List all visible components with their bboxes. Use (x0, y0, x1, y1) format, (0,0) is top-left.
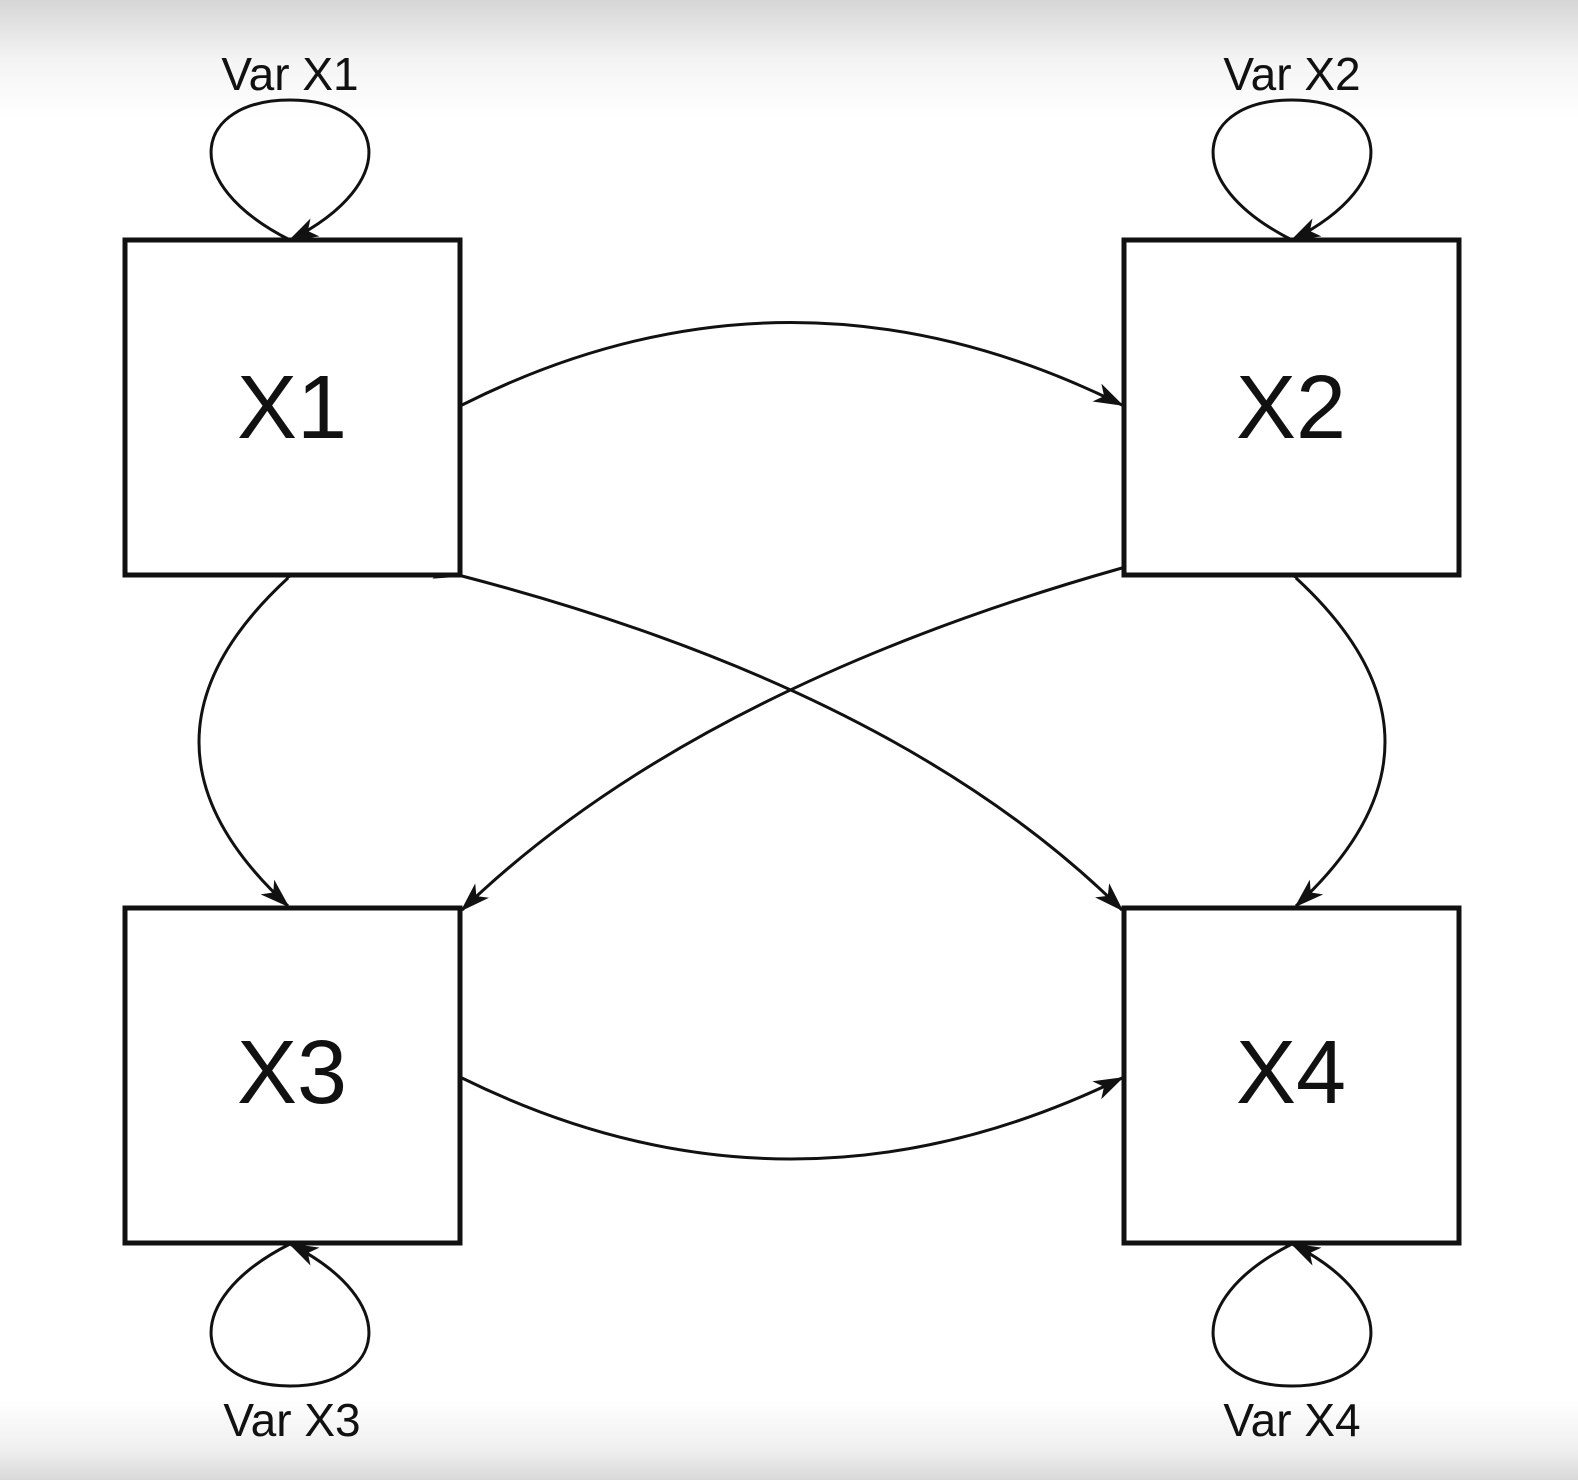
loop-var-x2 (1211, 98, 1373, 262)
node-x1-label: X1 (237, 358, 347, 458)
node-x4-label: X4 (1236, 1023, 1346, 1123)
edge-x3-x4 (432, 1056, 1124, 1161)
loop-var-x3 (209, 1222, 371, 1388)
edge-x1-x4 (432, 559, 1124, 912)
node-x4-box (1121, 905, 1462, 1246)
loop-var-x4 (1211, 1222, 1373, 1388)
node-x3-label: X3 (237, 1023, 347, 1123)
node-x1-box (122, 237, 463, 578)
var-x1-label: Var X1 (221, 48, 358, 100)
loop-var-x1 (209, 98, 371, 262)
node-x4: X4 (1121, 905, 1462, 1246)
edge-x1-x2 (432, 321, 1124, 427)
var-x3-label: Var X3 (223, 1394, 360, 1446)
node-x3-box (122, 905, 463, 1246)
node-x2-label: X2 (1236, 358, 1346, 458)
var-x4-label: Var X4 (1223, 1394, 1360, 1446)
edge-x2-x3 (460, 550, 1152, 912)
node-x2: X2 (1121, 237, 1462, 578)
var-x2-label: Var X2 (1223, 48, 1360, 100)
edge-x2-x4 (1268, 551, 1387, 908)
node-x2-box (1121, 237, 1462, 578)
node-x3: X3 (122, 905, 463, 1246)
node-x1: X1 (122, 237, 463, 578)
edge-x1-x3 (197, 551, 316, 908)
